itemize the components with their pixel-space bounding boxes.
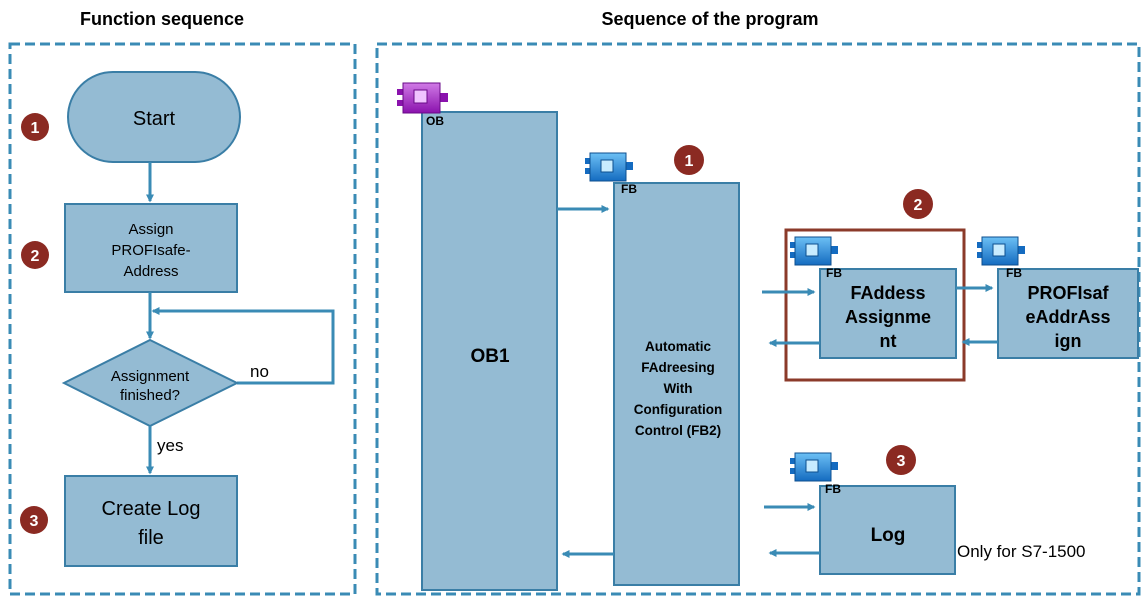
fb2-label-line4: Configuration — [634, 402, 722, 417]
ob1-block — [421, 111, 558, 591]
profisafe-block — [997, 268, 1139, 359]
left-panel-title: Function sequence — [80, 9, 244, 29]
no-label: no — [250, 362, 269, 381]
fb2-label-line2: FAdreesing — [641, 360, 715, 375]
left-panel-frame — [8, 42, 357, 596]
fb2-block — [613, 182, 740, 586]
ob-icon-label: OB — [426, 114, 444, 128]
fb2-label-line3: With — [663, 381, 692, 396]
right-badge-1: 1 — [674, 145, 704, 175]
yes-label: yes — [157, 436, 183, 455]
faddress-label-line1: FAddess — [850, 283, 925, 303]
ob1-label: OB1 — [470, 346, 510, 367]
profisafe-label-line3: ign — [1055, 331, 1082, 351]
left-badge-3: 3 — [20, 506, 48, 534]
fb2-icon-label: FB — [621, 182, 637, 196]
left-badge-2-text: 2 — [31, 248, 40, 265]
decision-label-line2: finished? — [120, 387, 180, 404]
profisafe-label-line1: PROFIsaf — [1027, 283, 1109, 303]
faddress-icon-label: FB — [826, 266, 842, 280]
assign-label-line3: Address — [123, 263, 178, 280]
left-badge-1: 1 — [21, 113, 49, 141]
log-fb-icon: FB — [790, 452, 841, 496]
profisafe-label-line2: eAddrAss — [1025, 307, 1110, 327]
fb2-label-line1: Automatic — [645, 339, 711, 354]
right-panel-title: Sequence of the program — [601, 9, 818, 29]
loop-back-arrow — [151, 307, 335, 385]
log-icon-label: FB — [825, 482, 841, 496]
faddress-label-line3: nt — [880, 331, 897, 351]
highlight-frame — [784, 228, 966, 382]
create-log-box — [64, 475, 238, 567]
right-badge-3-text: 3 — [897, 453, 906, 470]
create-log-line2: file — [138, 527, 164, 549]
right-badge-1-text: 1 — [685, 153, 694, 170]
profisafe-fb-icon: FB — [977, 236, 1025, 280]
faddress-block — [819, 268, 957, 359]
right-badge-2: 2 — [903, 189, 933, 219]
profisafe-icon-label: FB — [1006, 266, 1022, 280]
left-badge-1-text: 1 — [31, 120, 40, 137]
assign-process-box — [64, 203, 238, 293]
fb2-fb-icon: FB — [585, 152, 637, 196]
right-badge-3: 3 — [886, 445, 916, 475]
fb2-label-line5: Control (FB2) — [635, 423, 721, 438]
log-block-label: Log — [871, 525, 906, 546]
left-badge-2: 2 — [21, 241, 49, 269]
left-badge-3-text: 3 — [30, 513, 39, 530]
log-block — [819, 485, 956, 575]
decision-label-line1: Assignment — [111, 368, 190, 385]
ob-block-icon: OB — [397, 82, 448, 128]
start-terminator — [67, 71, 241, 163]
start-label: Start — [133, 108, 176, 130]
s7-1500-note: Only for S7-1500 — [957, 542, 1086, 561]
assign-label-line1: Assign — [128, 221, 173, 238]
faddress-label-line2: Assignme — [845, 307, 931, 327]
assign-label-line2: PROFIsafe- — [111, 242, 190, 259]
right-badge-2-text: 2 — [914, 197, 923, 214]
faddress-fb-icon: FB — [790, 236, 842, 280]
create-log-line1: Create Log — [102, 498, 201, 520]
